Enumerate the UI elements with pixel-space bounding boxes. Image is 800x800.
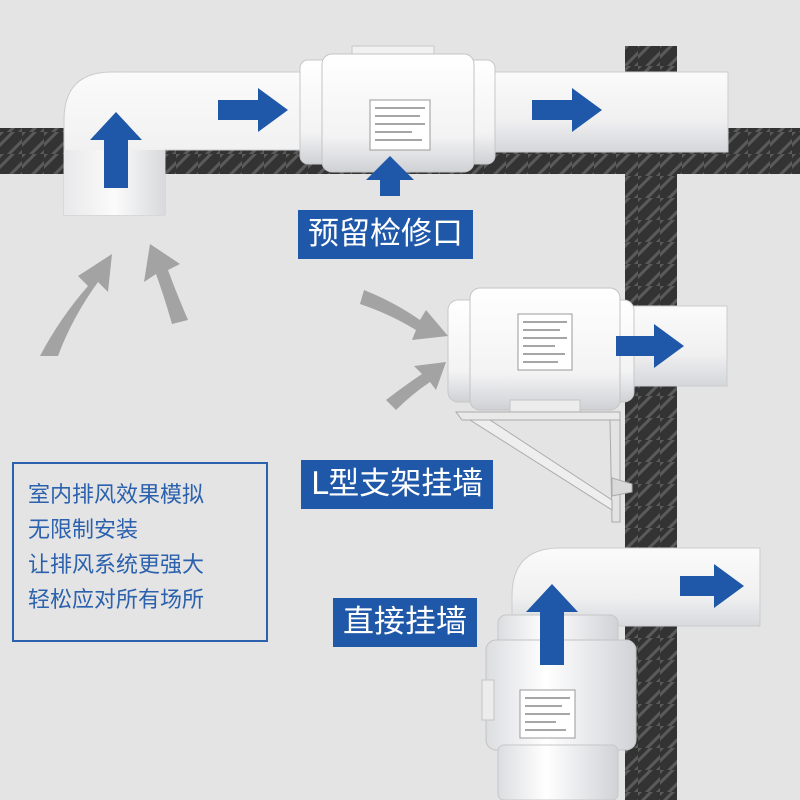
gray-curved-arrow-icon [386, 362, 446, 410]
info-line-2: 无限制安装 [28, 518, 139, 543]
direct-mount-label: 直接挂墙 [333, 598, 477, 647]
blue-arrow-icon [218, 88, 288, 132]
info-line-3: 让排风系统更强大 [28, 553, 205, 578]
blue-arrow-icon [366, 156, 414, 196]
blue-arrow-icon [526, 584, 578, 665]
info-line-4: 轻松应对所有场所 [28, 588, 205, 613]
l-bracket [455, 411, 633, 523]
blue-arrow-icon [616, 324, 684, 368]
info-box: 室内排风效果模拟 无限制安装 让排风系统更强大 轻松应对所有场所 [12, 462, 268, 642]
info-line-1: 室内排风效果模拟 [28, 483, 205, 508]
access-port-label: 预留检修口 [298, 210, 473, 259]
bottom-inline-fan [481, 614, 637, 800]
gray-curved-arrow-icon [40, 254, 112, 356]
gray-curved-arrow-icon [360, 290, 448, 340]
middle-inline-fan [447, 287, 635, 417]
l-bracket-label: L型支架挂墙 [301, 460, 494, 509]
blue-arrow-icon [90, 112, 142, 188]
blue-arrow-icon [532, 88, 602, 132]
blue-arrow-icon [680, 564, 744, 608]
top-duct [63, 71, 729, 216]
top-inline-fan [299, 45, 496, 173]
gray-curved-arrow-icon [144, 244, 188, 324]
